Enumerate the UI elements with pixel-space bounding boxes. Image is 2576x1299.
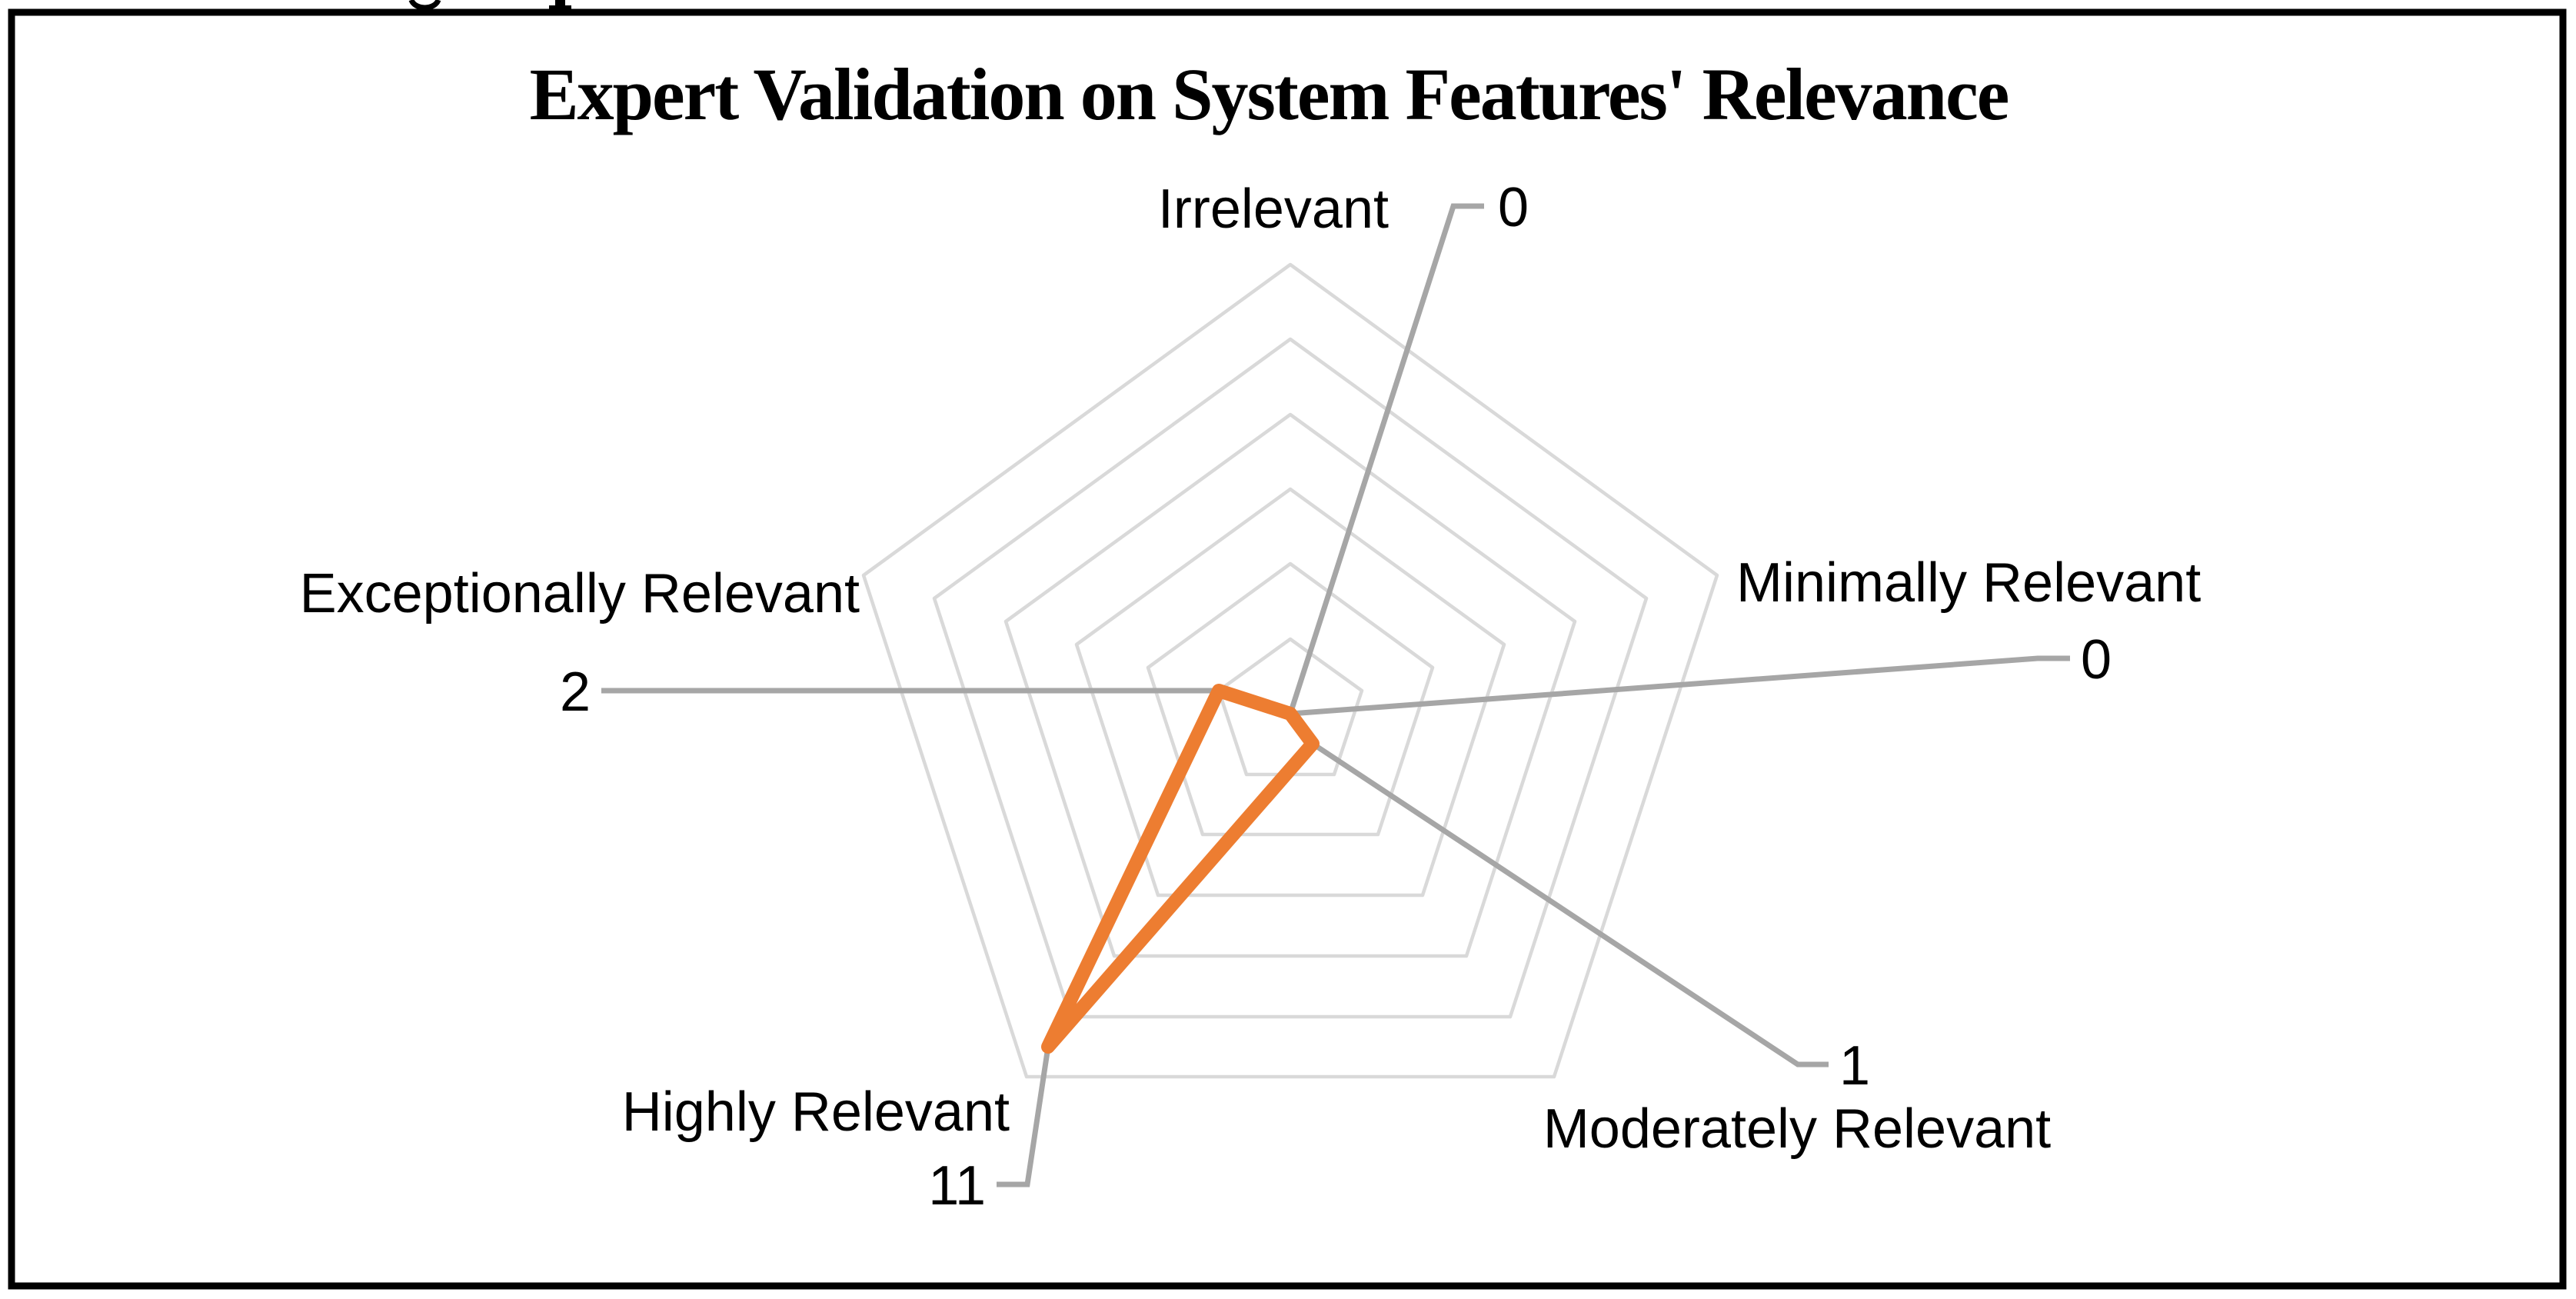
category-label-highly-relevant: Highly Relevant (622, 1081, 1010, 1143)
category-label-moderately-relevant: Moderately Relevant (1543, 1098, 2051, 1160)
chart-title: Expert Validation on System Features' Re… (530, 53, 2009, 135)
category-labels: Irrelevant Minimally Relevant Moderately… (300, 178, 2202, 1160)
category-label-irrelevant: Irrelevant (1158, 178, 1389, 240)
cropped-text-artifact (408, 0, 571, 11)
cropped-letter-serif-fragment (549, 5, 571, 10)
value-label-minimally-relevant: 0 (2081, 629, 2112, 691)
category-label-minimally-relevant: Minimally Relevant (1736, 552, 2201, 614)
category-label-exceptionally-relevant: Exceptionally Relevant (300, 563, 860, 625)
leader-lines (601, 203, 2070, 1187)
value-labels: 0 0 1 11 2 (560, 177, 2112, 1217)
figure-border (8, 8, 2567, 1290)
value-label-irrelevant: 0 (1498, 177, 1529, 238)
value-label-moderately-relevant: 1 (1839, 1035, 1870, 1097)
radar-series-polygon (1041, 684, 1320, 1054)
cropped-letter-bowl-fragment (408, 0, 441, 11)
radar-gridlines (861, 262, 1719, 1079)
value-label-highly-relevant: 11 (928, 1155, 986, 1217)
value-label-exceptionally-relevant: 2 (560, 661, 591, 723)
